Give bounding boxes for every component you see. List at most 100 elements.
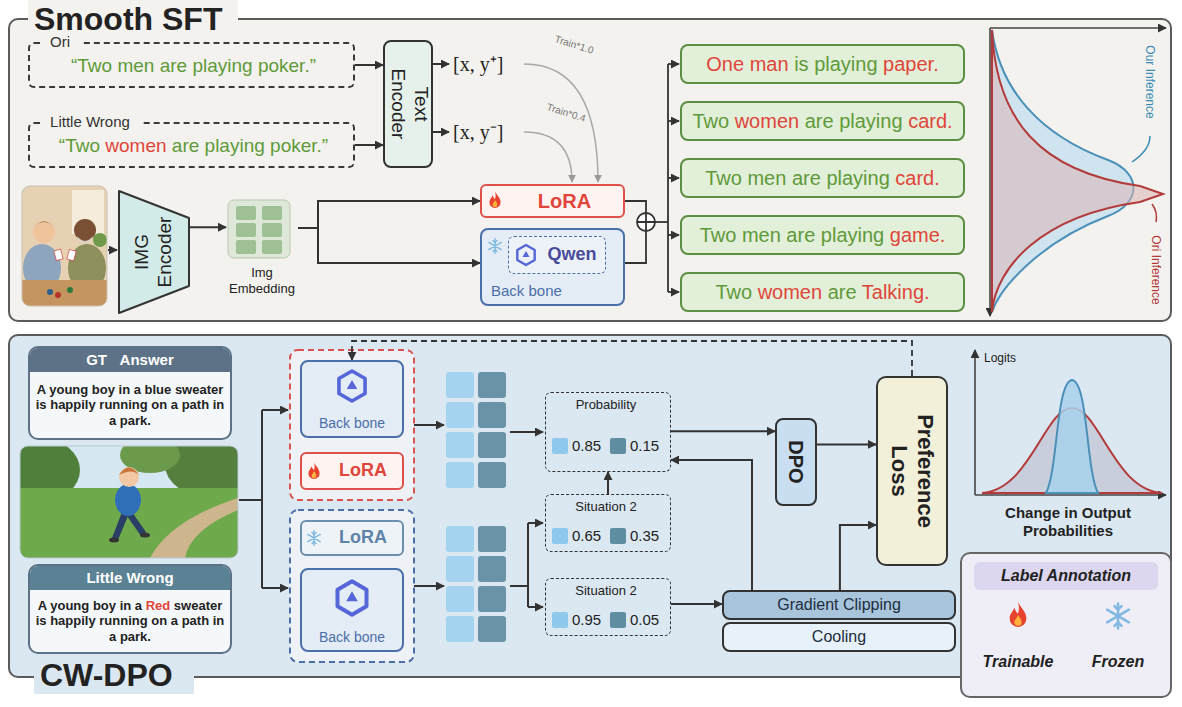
text-run: DPO [784,440,808,483]
qwen-logo [339,371,365,401]
annotation-heading: Label Annotation [974,562,1158,590]
output-box: One man is playing paper. [680,44,965,84]
output-box: Two men are playing game. [680,215,965,255]
text-run: One man is playing paper. [706,52,938,76]
running-boy-photo [150,498,238,558]
feature-column [478,432,506,458]
curve-label: Our Inference [1142,32,1158,132]
feature-column [446,432,474,458]
embedding-grid [262,223,282,237]
sum-junction [625,231,646,263]
distribution-chart [990,27,1166,29]
box-heading: Situation 2 [546,497,666,517]
text-run: A young boy in a Red sweater is happily … [35,598,225,645]
prob-value: 0.35 [628,525,668,547]
prob-value: 0.85 [570,435,610,457]
embedding-grid [262,240,282,254]
text-run: Ori Inference [1149,235,1163,304]
loss-text: Preference Loss [878,396,946,546]
text-run: Change in Output Probabilities [973,504,1163,540]
card-players-photo [22,186,107,306]
running-boy-photo [115,484,141,516]
text-run: GT Answer [86,351,174,369]
text-run: [x, y⁻] [453,120,503,144]
sum-junction [668,63,679,65]
prob-swatch [552,438,568,454]
caption-text: “Two women are playing poker.” [34,130,353,162]
highlighted-word: man [750,53,789,75]
highlighted-word: women [735,110,799,132]
highlighted-word: women [758,281,822,303]
photo-frame [22,186,107,306]
sum-junction [637,213,655,231]
flow-connector [671,430,775,432]
card-players-photo [93,233,107,247]
box-heading: Situation 2 [546,581,666,601]
feature-column [446,372,474,398]
text-run: 0.65 [572,527,601,545]
feature-column [478,402,506,428]
embedding-grid [228,200,290,258]
logit-chart [975,350,1166,495]
highlighted-word: game. [890,224,946,246]
weight-curve [524,132,572,182]
card-players-photo [77,236,93,243]
feature-column [478,462,506,488]
feature-column [446,616,474,642]
flow-connector [607,472,609,494]
backbone-text: Back bone [302,626,402,648]
backbone-box: Back bone [300,568,404,652]
flow-arrow [414,424,444,426]
backbone-text: Back bone [302,412,402,434]
text-run: Two women are playing card. [692,109,952,133]
input-split [262,409,288,411]
text-run: Logits [984,351,1016,365]
sum-junction [637,213,655,231]
embedding-block: Img Embedding [226,200,298,304]
running-boy-photo [20,446,238,558]
output-text: Two women are playing card. [682,103,963,139]
sum-junction [668,177,679,179]
text-run: LoRA [538,189,591,213]
prob-swatch [552,612,568,628]
panel-frame: CW-DPOGT AnswerA young boy in a blue swe… [8,334,1172,678]
highlighted-word: One [706,53,744,75]
encoder-text: Text Encoder [385,57,431,152]
highlighted-word: women [105,135,166,156]
text-run: CW-DPO [40,656,173,694]
text-run: Train*0.4 [545,101,587,125]
dpo-text: DPO [777,420,815,504]
encoder-text: IMG Encoder [118,212,190,292]
flow-connector [298,228,480,263]
flow-connector [190,226,226,228]
feature-column [446,462,474,488]
text-run: Preference Loss [886,399,939,543]
text-run: A young boy in a blue sweater is happily… [35,382,225,429]
lora-text: LoRA [326,454,400,488]
feature-column [478,372,506,398]
box-heading: Probability [546,395,666,415]
card-players-photo [74,219,96,241]
card-players-photo [33,221,55,243]
text-run: Situation 2 [575,583,636,599]
text-run: Img Embedding [229,265,295,296]
text-run: Frozen [1092,652,1144,671]
pair-label: [x, y⁺] [452,52,522,76]
feature-column [446,402,474,428]
annotation-box: Label AnnotationTrainableFrozen [960,552,1172,698]
text-run: Back bone [491,282,562,300]
frozen-icon [489,239,501,253]
running-boy-photo [109,538,119,543]
feature-column [478,586,506,612]
flow-arrow [510,585,528,587]
card-players-photo [54,249,63,260]
sum-junction [668,234,679,236]
highlighted-word: paper. [883,53,939,75]
text-run: “Two women are playing poker.” [59,135,328,158]
running-boy-photo [140,533,150,538]
process-box: Cooling [722,622,956,652]
distribution-chart [990,28,1166,316]
panel-title: CW-DPO [34,656,194,694]
text-run: Two men are playing card. [705,166,940,190]
